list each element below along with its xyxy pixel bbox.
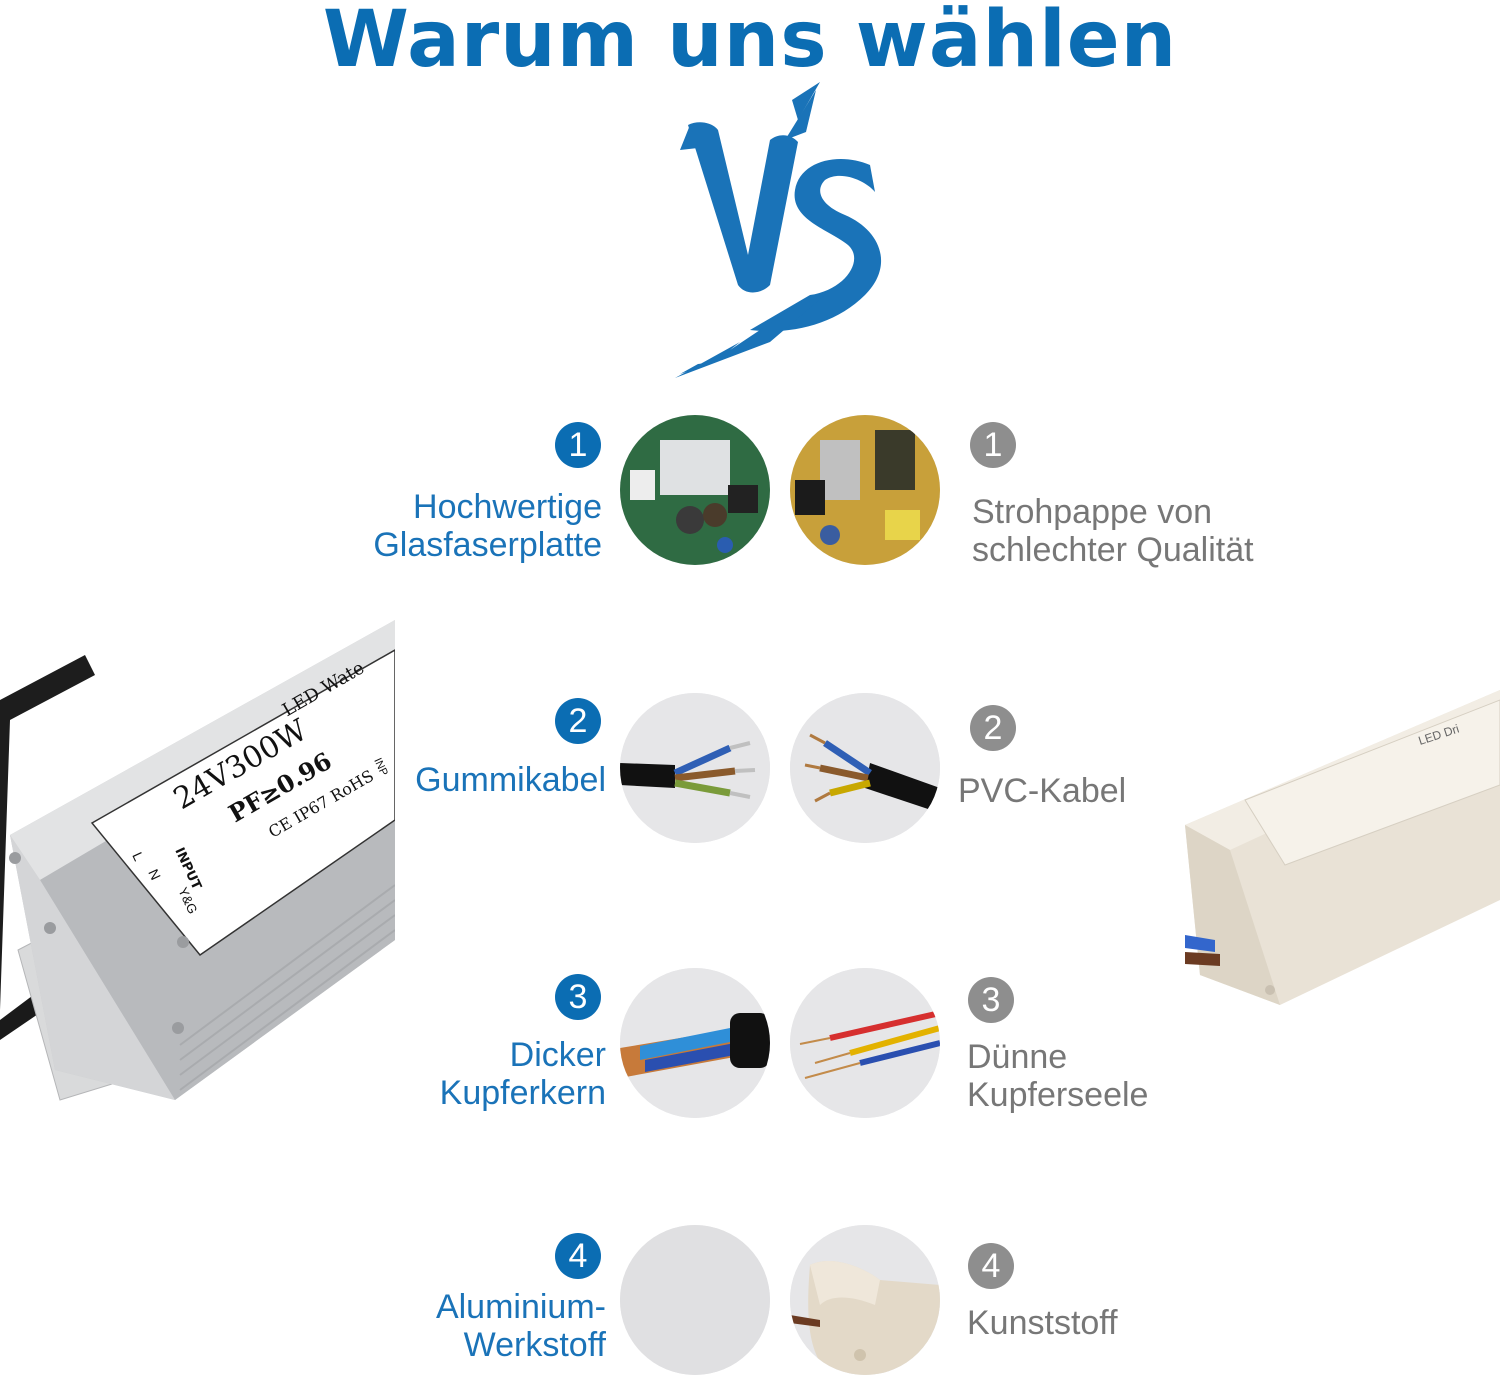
bad-label-3: Dünne Kupferseele [967, 1038, 1267, 1114]
good-label-3-line-1: Dicker [509, 1036, 606, 1074]
good-label-4-line-1: Aluminium- [435, 1288, 606, 1326]
bad-label-1-line-1: Strohpappe von [972, 493, 1213, 531]
pvc-cable-image [790, 693, 940, 843]
good-label-2: Gummikabel [300, 761, 606, 799]
bad-label-1-line-2: schlechter Qualität [972, 531, 1254, 569]
thin-copper-core-image [790, 968, 940, 1118]
bad-label-4: Kunststoff [967, 1304, 1207, 1342]
bad-label-1: Strohpappe von schlechter Qualität [972, 493, 1332, 569]
good-label-3: Dicker Kupferkern [300, 1036, 606, 1112]
good-number-1: 1 [555, 422, 601, 468]
cardboard-board-image [790, 415, 940, 565]
thick-copper-core-image [620, 968, 770, 1118]
bad-number-4: 4 [968, 1243, 1014, 1289]
good-label-1: Hochwertige Glasfaserplatte [300, 488, 602, 564]
good-label-4-line-2: Werkstoff [463, 1326, 606, 1364]
fiberglass-board-image [620, 415, 770, 565]
bad-label-4-line-1: Kunststoff [967, 1304, 1118, 1342]
aluminium-material-image [620, 1225, 770, 1375]
bad-number-1: 1 [970, 422, 1016, 468]
bad-number-2: 2 [970, 705, 1016, 751]
bad-label-2-line-1: PVC-Kabel [958, 772, 1127, 810]
bad-label-2: PVC-Kabel [958, 772, 1218, 810]
page-title: Warum uns wählen [322, 0, 1178, 85]
good-label-1-line-2: Glasfaserplatte [373, 526, 602, 564]
rubber-cable-image [620, 693, 770, 843]
good-number-4: 4 [555, 1233, 601, 1279]
bad-label-3-line-2: Kupferseele [967, 1076, 1149, 1114]
aluminium-driver-image: 24V300W LED Wate PF≥0.96 CE IP67 RoHS IN… [0, 610, 396, 1110]
good-label-2-line-1: Gummikabel [415, 761, 606, 799]
good-number-2: 2 [555, 698, 601, 744]
vs-brush-icon [620, 80, 920, 380]
good-label-1-line-1: Hochwertige [413, 488, 602, 526]
good-label-4: Aluminium- Werkstoff [300, 1288, 606, 1364]
good-number-3: 3 [555, 974, 601, 1020]
plastic-material-image [790, 1225, 940, 1375]
bad-label-3-line-1: Dünne [967, 1038, 1068, 1076]
bad-number-3: 3 [968, 977, 1014, 1023]
plastic-driver-image: LED Dri [1175, 690, 1500, 1010]
good-label-3-line-2: Kupferkern [439, 1074, 606, 1112]
